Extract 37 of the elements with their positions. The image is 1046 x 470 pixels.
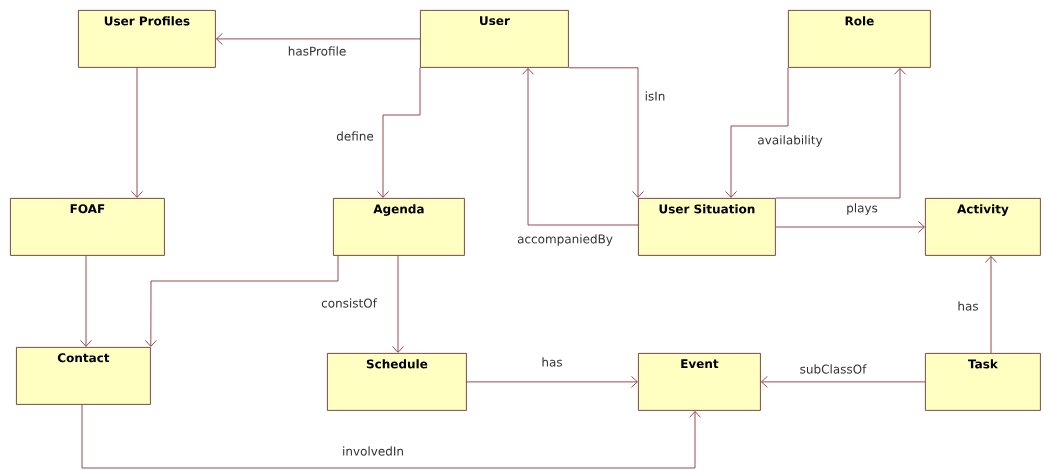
class-box: Activity: [925, 198, 1041, 256]
class-box: Contact: [16, 347, 151, 405]
arrow: [568, 67, 644, 198]
arrow: [377, 67, 421, 198]
edge-label: subClassOf: [798, 363, 868, 375]
edge-label: availability: [756, 134, 824, 148]
arrow: [392, 255, 404, 353]
edge-label: define: [335, 130, 375, 142]
edge-label: hasProfile: [286, 45, 348, 57]
arrow: [81, 404, 701, 469]
edge-label: plays: [845, 202, 879, 216]
class-box: Schedule: [327, 353, 467, 411]
arrow: [144, 255, 339, 347]
arrow: [216, 33, 421, 45]
edge-label: isIn: [643, 90, 667, 102]
arrow: [131, 67, 143, 198]
arrow: [466, 376, 638, 388]
edge-label: accompaniedBy: [516, 233, 614, 247]
class-box: User Profiles: [78, 10, 216, 68]
class-box: Agenda: [333, 198, 465, 256]
arrow: [761, 376, 926, 388]
arrow: [725, 67, 789, 198]
class-box: Event: [638, 353, 761, 411]
arrow: [80, 255, 92, 347]
edge-label: consistOf: [320, 297, 378, 309]
edge-label: has: [540, 356, 564, 368]
arrow: [775, 221, 925, 233]
class-box: FOAF: [10, 198, 165, 256]
class-box: User Situation: [638, 198, 776, 256]
edge-label: involvedIn: [341, 445, 405, 457]
class-box: User: [420, 10, 569, 68]
arrow: [522, 68, 639, 226]
arrow: [985, 256, 997, 354]
edge-label: has: [956, 300, 980, 312]
class-box: Role: [788, 10, 931, 68]
arrow: [775, 68, 906, 199]
class-box: Task: [925, 353, 1041, 411]
